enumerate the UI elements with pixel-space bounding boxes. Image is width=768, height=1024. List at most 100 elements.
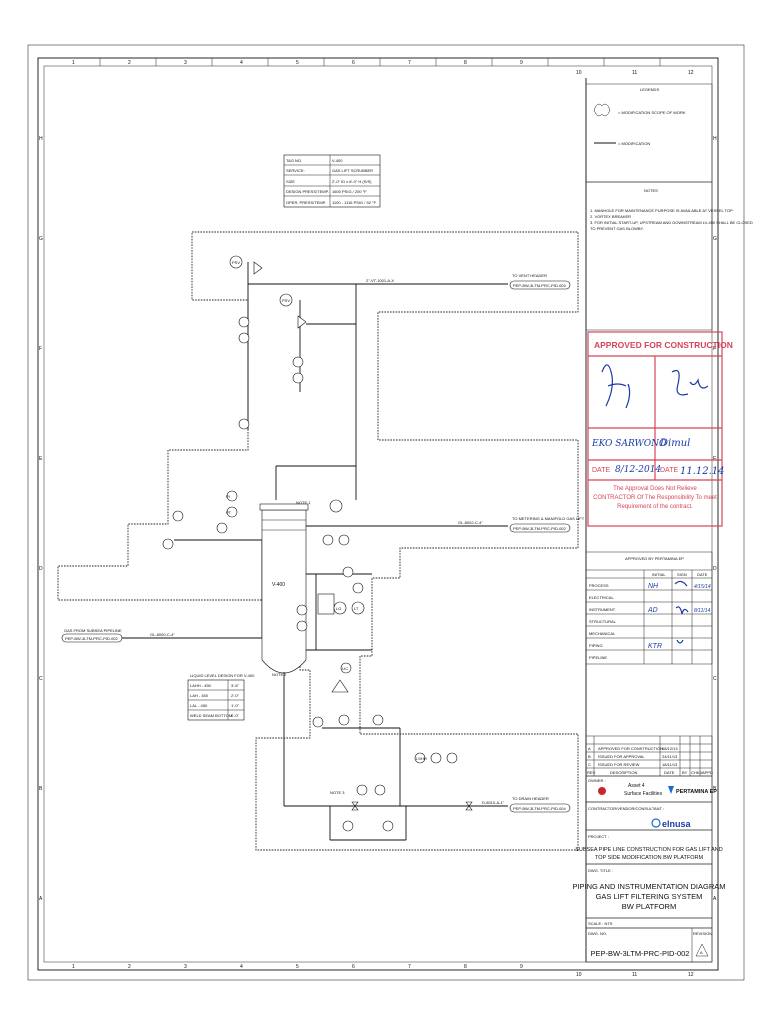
modification-scope-cloud <box>57 231 579 851</box>
legend-line-text: = MODIFICATION <box>618 141 650 146</box>
row-a: A <box>39 896 43 902</box>
legend-cloud-text: = MODIFICATION SCOPE OF WORK <box>618 110 686 115</box>
dwg-number-block: SCALE : NTS DWG. NO. PEP-BW-3LTM-PRC-PID… <box>585 917 713 963</box>
initial-process: NH <box>648 583 659 590</box>
col-8: 8 <box>464 60 467 66</box>
row-c: C <box>39 676 43 682</box>
row-g: G <box>39 236 43 242</box>
sign-marks <box>674 580 689 644</box>
to-drain-header: TO DRAIN HEADER <box>512 796 549 801</box>
drain-line-label: D-8010-A-1" <box>482 800 505 805</box>
notes-panel: NOTES 1. MANHOLE FOR MAINTENANCE PURPOSE… <box>585 181 753 331</box>
header-date: DATE <box>697 572 708 577</box>
stamp-date-1: 8/12-2014 <box>615 465 661 475</box>
note-1-tag: NOTE 1 <box>296 500 311 505</box>
revision-value: A <box>700 950 703 955</box>
vessel-size-value: 2'-0" ID x 8'-0" H (S/S) <box>332 179 372 184</box>
dwg-no-label: DWG. NO. <box>588 931 607 936</box>
col-1-bottom: 1 <box>72 964 75 970</box>
approval-stamp: APPROVED FOR CONSTRUCTION EKO SARWONO Di… <box>587 331 733 527</box>
owner-company: PERTAMINA EP <box>676 789 717 795</box>
lahh-label: LAHH - 450 <box>190 683 212 688</box>
initial-instrument: AD <box>647 607 658 614</box>
psv-2-tag: PSV <box>282 298 290 303</box>
inlet-line-group: GAS FROM SUBSEA PIPELINE PEP-BW-3LTM-PRC… <box>61 510 263 643</box>
rev-header-rev: REV. <box>587 770 596 775</box>
col-7-bottom: 7 <box>408 964 411 970</box>
lahh-value: 3'-6" <box>231 683 240 688</box>
col-2: 2 <box>128 60 131 66</box>
metering-offpage-connector <box>509 523 571 533</box>
row-markers: H G F E D C B A H G F E D C B A <box>39 136 717 902</box>
vessel-tag-label: TAG NO. <box>286 158 302 163</box>
stamp-name-2: Dimul <box>659 438 690 449</box>
col-10: 10 <box>576 70 582 76</box>
pi-tag: PI <box>226 494 230 499</box>
dwg-title-line-2: GAS LIFT FILTERING SYSTEM <box>596 892 703 901</box>
metering-ref: PEP-BW-3LTM-PRC-PID-002 <box>513 526 567 531</box>
disc-electrical: ELECTRICAL <box>589 595 614 600</box>
row-a-right: A <box>713 896 717 902</box>
stamp-date-2: 11.12.14 <box>680 466 725 477</box>
row-e-right: E <box>713 456 717 462</box>
pt-tag: PT <box>226 510 232 515</box>
note-2: 2. VORTEX BREAKER <box>590 214 631 219</box>
inner-border <box>43 65 713 963</box>
rev-b: B <box>588 754 591 759</box>
vessel-design-label: DESIGN PRESS/TEMP. <box>286 189 329 194</box>
rev-header-by: BY <box>682 770 688 775</box>
rev-b-date: 24/11/13 <box>662 754 678 759</box>
vessel-tag: V-400 <box>272 582 285 588</box>
disc-mechanical: MECHANICAL <box>589 631 616 636</box>
vessel-service-label: SERVICE: <box>286 168 305 173</box>
note-2-tag: NOTE 2 <box>272 672 287 677</box>
col-10-bottom: 10 <box>576 972 582 978</box>
lal-label: LAL - 450 <box>190 703 208 708</box>
psv-2: PSV <box>279 293 307 329</box>
col-8-bottom: 8 <box>464 964 467 970</box>
row-h-right: H <box>713 136 717 142</box>
rev-b-desc: ISSUED FOR APPROVAL <box>598 754 645 759</box>
col-4: 4 <box>240 60 243 66</box>
stamp-disclaimer-2: CONTRACTOR Of The Responsibility To meet <box>593 495 717 501</box>
upper-instruments: PI PT <box>216 316 304 534</box>
pertamina-mark-icon <box>668 786 674 794</box>
vent-offpage-connector <box>509 280 571 290</box>
disc-structural: STRUCTURAL <box>589 619 617 624</box>
contractor-label: CONTRACTOR/VENDOR/CONSULTANT : <box>588 806 664 811</box>
stamp-title: APPROVED FOR CONSTRUCTION <box>594 340 733 350</box>
rev-c-desc: ISSUED FOR REVIEW <box>598 762 640 767</box>
rev-header-appd: APPD <box>702 770 713 775</box>
col-4-bottom: 4 <box>240 964 243 970</box>
vessel-size-label: SIZE <box>286 179 295 184</box>
column-markers-bottom: 1 2 3 4 5 6 7 8 9 10 11 12 <box>72 964 694 978</box>
col-5: 5 <box>296 60 299 66</box>
vessel-oper-label: OPER. PRESS/TEMP. <box>286 200 326 205</box>
to-metering: TO METERING & MANIFOLD GAS LIFT <box>512 516 585 521</box>
lg-tag: LG <box>336 606 341 611</box>
col-12: 12 <box>688 70 694 76</box>
stamp-disclaimer-1: The Approval Does Not Relieve <box>613 486 697 492</box>
contractor-name: elnusa <box>662 819 692 829</box>
rev-c: C <box>588 762 591 767</box>
legends-title: LEGENDS <box>640 87 659 92</box>
vessel-design-value: 1600 PSIG / 200 °F <box>332 189 367 194</box>
elnusa-logo-icon <box>651 818 661 828</box>
rev-a: A <box>588 746 591 751</box>
header-sign: SIGN <box>677 572 687 577</box>
row-b-right: B <box>713 786 717 792</box>
lah-value: 2'-0" <box>231 693 240 698</box>
drain-offpage-connector <box>509 803 571 813</box>
weld-value: 0'-0" <box>231 713 240 718</box>
rev-a-desc: APPROVED FOR CONSTRUCTION <box>598 746 663 751</box>
note-1: 1. MANHOLE FOR MAINTENANCE PURPOSE IS AV… <box>590 208 733 213</box>
drain-ref: PEP-BW-3LTM-PRC-PID-004 <box>513 806 567 811</box>
owner-facilities: Surface Facilities <box>624 791 663 797</box>
disc-piping: PIPING <box>589 643 603 648</box>
vent-line-label: 2"-VT-1001-A-X <box>366 278 394 283</box>
col-9-bottom: 9 <box>520 964 523 970</box>
lic-tag: LIC <box>342 666 348 671</box>
vessel-data-table: TAG NO. V-400 SERVICE: GAS LIFT SCRUBBER… <box>283 154 381 208</box>
vessel-service-value: GAS LIFT SCRUBBER <box>332 168 373 173</box>
revision-triangle-icon <box>695 943 709 957</box>
